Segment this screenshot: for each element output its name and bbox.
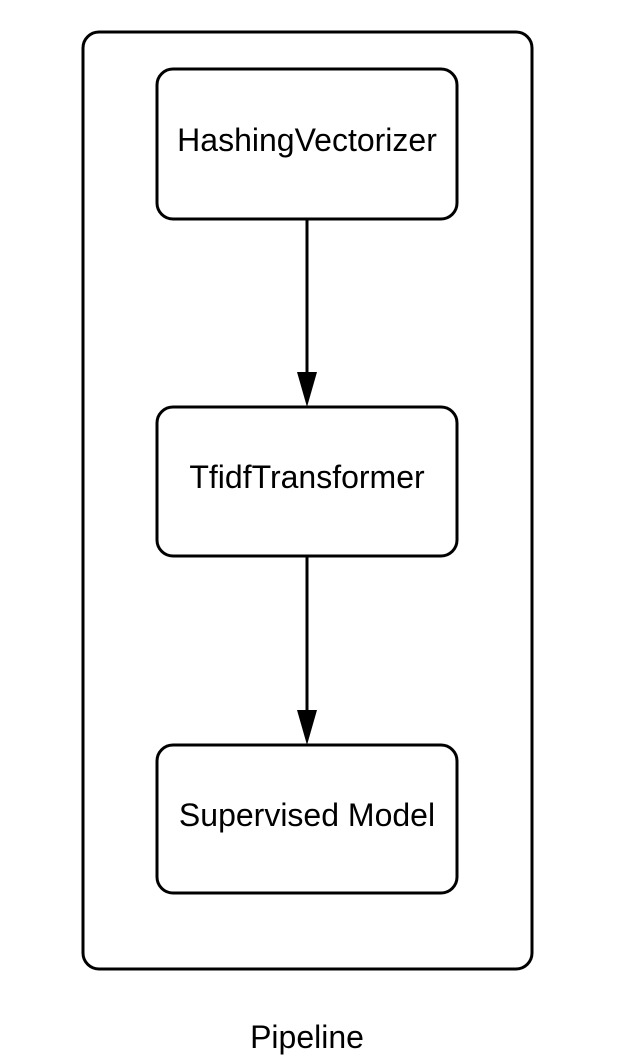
node-hashing-vectorizer[interactable]: HashingVectorizer	[155, 67, 459, 221]
node-label: HashingVectorizer	[177, 122, 437, 158]
node-supervised-model[interactable]: Supervised Model	[155, 743, 459, 895]
node-tfidf-transformer[interactable]: TfidfTransformer	[155, 405, 459, 558]
node-label: TfidfTransformer	[189, 459, 425, 495]
pipeline-caption: Pipeline	[250, 1019, 364, 1055]
edge-hashing-to-tfidf	[297, 219, 317, 407]
node-label: Supervised Model	[179, 797, 435, 833]
edge-tfidf-to-model	[297, 556, 317, 745]
